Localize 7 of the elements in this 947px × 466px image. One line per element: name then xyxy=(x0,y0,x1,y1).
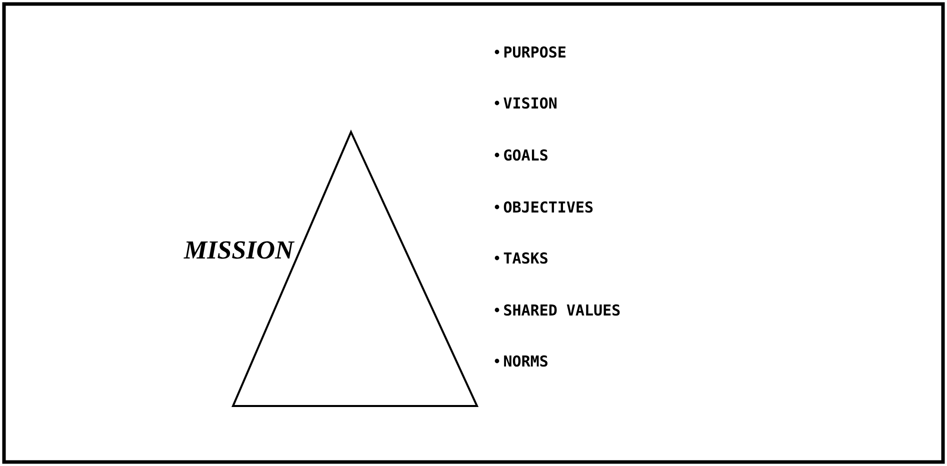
bullet-item: OBJECTIVES xyxy=(494,201,593,213)
bullet-item: TASKS xyxy=(494,252,548,264)
bullet-item: PURPOSE xyxy=(494,46,566,58)
bullet-item: VISION xyxy=(494,97,556,109)
bullet-item: SHARED VALUES xyxy=(494,304,620,316)
bullet-item: NORMS xyxy=(494,355,548,367)
bullet-item: GOALS xyxy=(494,149,548,161)
